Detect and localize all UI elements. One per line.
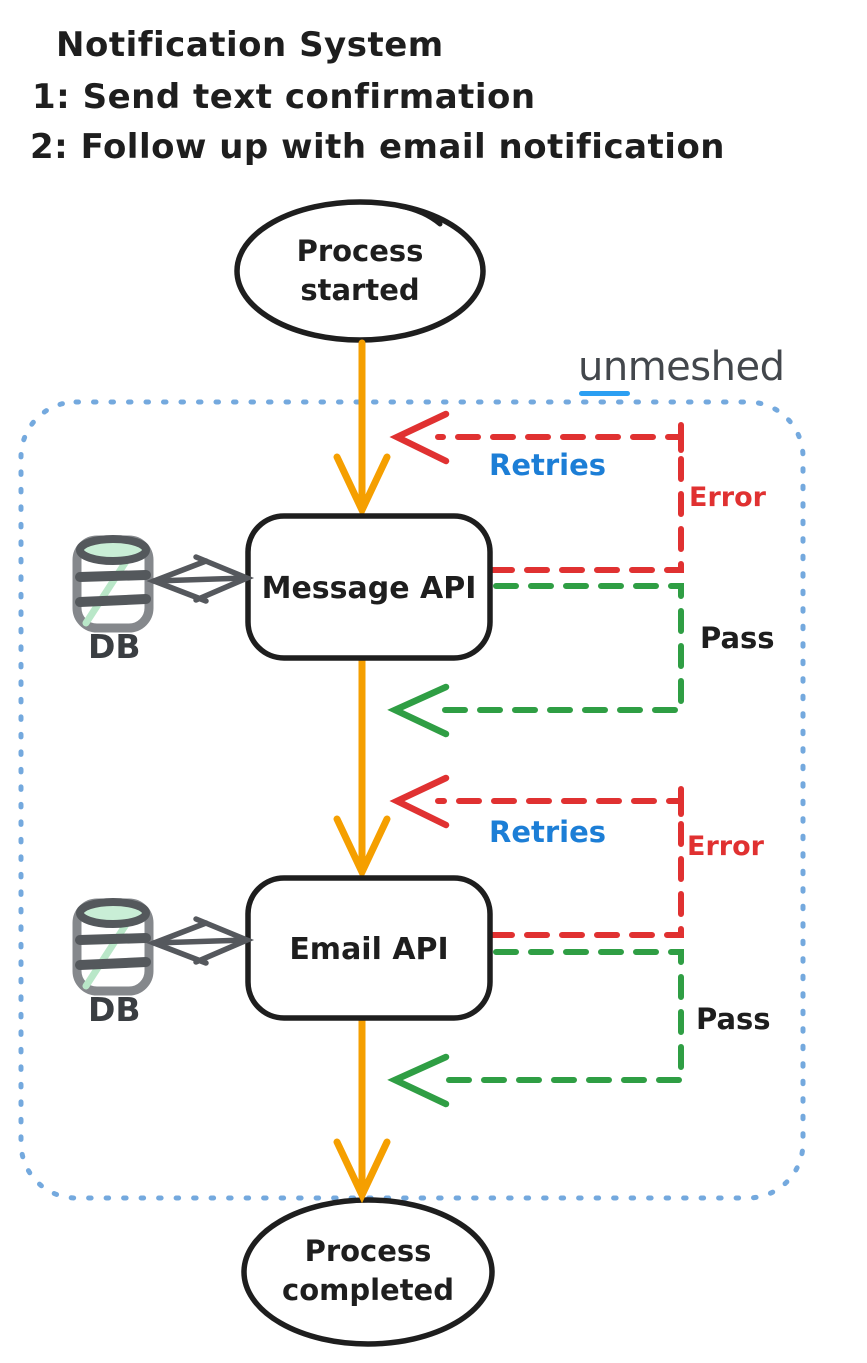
retries-label-message: Retries (489, 448, 607, 482)
db-sync-arrow-message (146, 554, 255, 604)
email-api-node-label: Email API (289, 932, 449, 967)
start-node-label: Process started (296, 234, 424, 308)
unmeshed-logo: unmeshed (578, 344, 785, 390)
message-api-node-shape (245, 513, 493, 661)
retries-label-email: Retries (489, 815, 607, 849)
logo-underline (579, 391, 630, 396)
end-node-label: Process completed (282, 1234, 454, 1308)
error-retry-edge-email (389, 774, 684, 938)
pass-label-email: Pass (696, 1002, 771, 1036)
error-retry-edge-message (389, 410, 684, 573)
end-node-shape (241, 1197, 495, 1347)
sketch-stroke (397, 203, 443, 227)
db-label-email: DB (88, 990, 141, 1029)
error-label-email: Error (687, 831, 764, 862)
system-boundary (18, 399, 806, 1201)
db-label-message: DB (88, 627, 141, 666)
error-label-message: Error (689, 482, 766, 513)
db-sync-arrow-email (146, 916, 255, 966)
message-api-node-label: Message API (261, 571, 477, 606)
database-icon (72, 535, 154, 633)
diagram-title: Notification System (56, 25, 444, 65)
pass-label-message: Pass (700, 621, 775, 655)
flow-arrow-message-to-email (333, 656, 391, 881)
flow-arrow-email-to-end (333, 1016, 391, 1204)
pass-edge-email (387, 949, 684, 1108)
pass-edge-message (387, 583, 684, 738)
flow-arrow-start-to-message (333, 339, 391, 519)
email-api-node-shape (245, 875, 493, 1021)
start-node-shape (234, 199, 486, 343)
diagram-step-2: 2: Follow up with email notification (30, 127, 726, 167)
diagram-step-1: 1: Send text confirmation (32, 77, 536, 117)
database-icon (72, 898, 154, 996)
